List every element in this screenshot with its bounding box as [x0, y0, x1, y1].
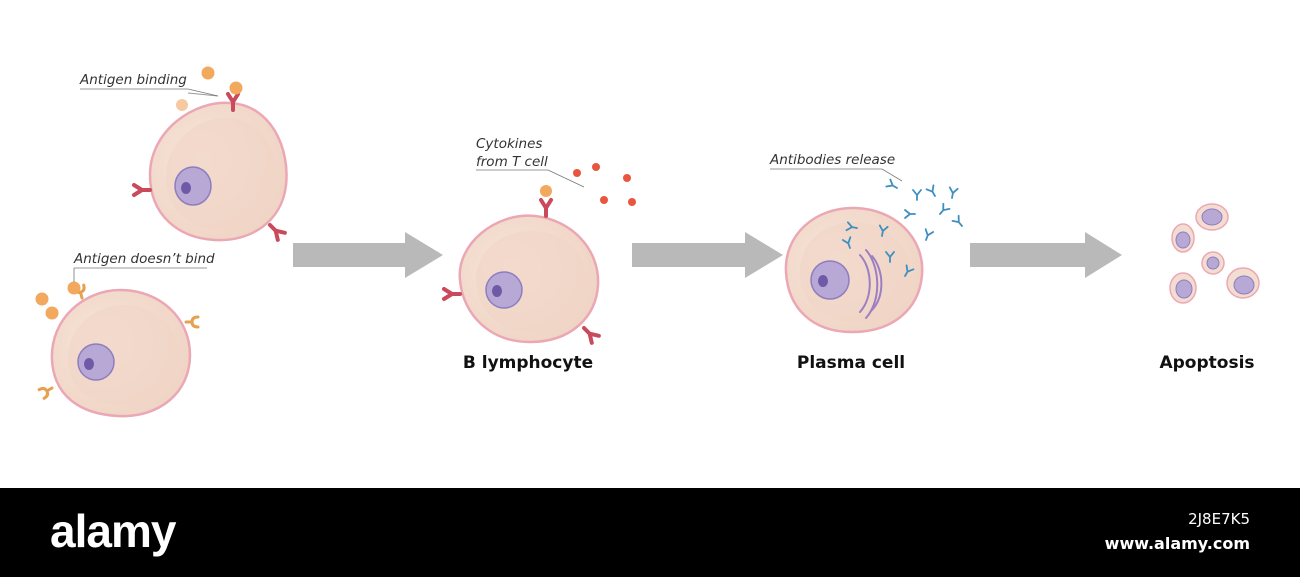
nucleus [485, 271, 523, 309]
antigen-icon [45, 306, 59, 320]
cytokine-icon [573, 169, 581, 177]
arrow-right-icon [632, 232, 783, 278]
antigen-icon [176, 99, 188, 111]
stage-label-plasma-cell: Plasma cell [797, 353, 905, 373]
cell-plasma: Antibodies release Plasma cell [769, 152, 966, 373]
cytokine-icon [623, 174, 631, 182]
nucleus [810, 260, 850, 300]
cytokine-icon [628, 198, 636, 206]
stage-label-apoptosis: Apoptosis [1159, 353, 1254, 373]
arrow-right-icon [293, 232, 443, 278]
receptor-icon [37, 382, 56, 400]
receptor-icon [184, 315, 200, 329]
annotation-antigen-doesnt-bind: Antigen doesn’t bind [73, 251, 215, 267]
image-id: 2J8E7K5 [1188, 510, 1250, 528]
antibody-icon [921, 228, 935, 243]
antibody-icon [885, 178, 900, 193]
apoptotic-body [1195, 203, 1229, 231]
nucleolus [84, 358, 94, 370]
apoptotic-body [1201, 251, 1225, 275]
stage-label-b-lymphocyte: B lymphocyte [463, 353, 593, 373]
nucleus [174, 166, 212, 206]
antigen-icon [35, 292, 49, 306]
cell-antigen-no-bind: Antigen doesn’t bind [35, 251, 215, 418]
antibody-icon [936, 202, 951, 218]
receptor-icon [539, 198, 553, 218]
apoptotic-bodies: Apoptosis [1159, 203, 1260, 373]
endoplasmic-reticulum [859, 249, 883, 319]
receptor-icon [266, 221, 284, 239]
annotation-antigen-binding: Antigen binding [79, 72, 187, 88]
cytokine-icon [600, 196, 608, 204]
antibody-icon [925, 184, 940, 199]
nucleolus [492, 285, 502, 297]
receptor-icon [442, 287, 462, 301]
antibody-icon [904, 209, 916, 219]
antibody-icon [912, 189, 922, 201]
apoptotic-body [1171, 223, 1195, 253]
receptor-icon [132, 183, 152, 197]
nucleolus [818, 275, 828, 287]
nucleolus [181, 182, 191, 194]
watermark-footer: alamy 2J8E7K5 www.alamy.com [0, 488, 1300, 577]
antigen-icon [229, 81, 243, 95]
receptor-icon [580, 324, 598, 342]
nucleus [77, 343, 115, 381]
annotation-cytokines-line1: Cytokines [476, 136, 542, 152]
site-url: www.alamy.com [1104, 534, 1250, 553]
annotation-cytokines-line2: from T cell [476, 154, 548, 170]
antigen-icon [67, 281, 81, 295]
b-cell-activation-diagram: Antigen binding Antigen doesn’t bind [35, 66, 1260, 418]
antibody-icon [951, 214, 966, 230]
cytokine-icon [592, 163, 600, 171]
cell-b-lymphocyte: Cytokines from T cell B lymphocyte [442, 136, 636, 373]
antigen-icon [201, 66, 215, 80]
antigen-icon [540, 185, 552, 197]
arrow-right-icon [970, 232, 1122, 278]
annotation-antibodies-release: Antibodies release [769, 152, 895, 168]
antibody-icon [947, 186, 959, 200]
apoptotic-body [1169, 272, 1197, 304]
cell-antigen-binding: Antigen binding [79, 66, 288, 241]
brand-logo: alamy [50, 505, 176, 557]
apoptotic-body [1226, 267, 1260, 299]
